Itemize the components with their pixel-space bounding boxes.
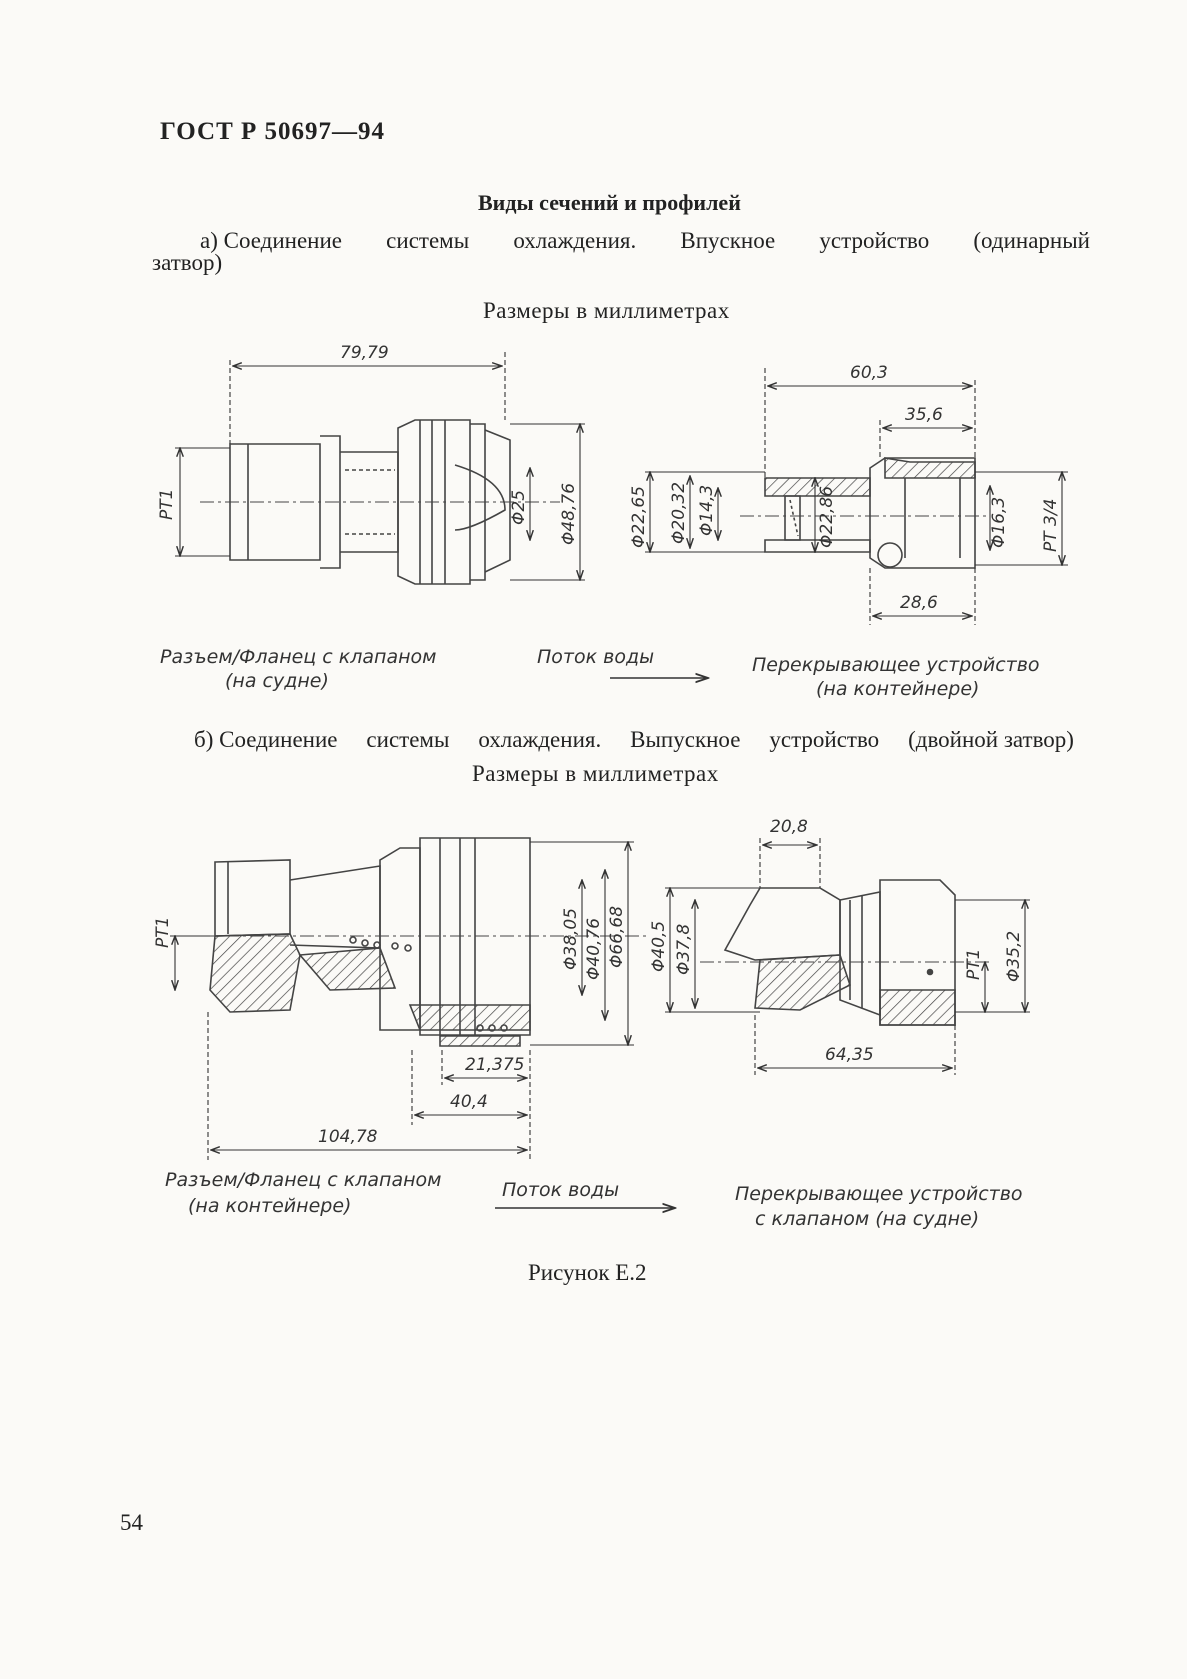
flow-label-a: Поток воды [537, 646, 654, 668]
dim-a-right-length-inner: 35,6 [905, 405, 943, 425]
dim-b-left-l3: 104,78 [318, 1127, 378, 1147]
dim-a-left-d2: Φ48,76 [559, 483, 579, 545]
caption-a-right-1: Перекрывающее устройство [752, 654, 1040, 676]
figure-a-left-dimensions [175, 352, 585, 580]
para-a-word: охлаждения. [513, 228, 637, 253]
figure-a-left-drawing [200, 419, 560, 585]
document-header: ГОСТ Р 50697—94 [160, 118, 386, 145]
para-b-word: Выпускное [630, 727, 741, 752]
paragraph-a-line-1: а) Соединение системы охлаждения. Впускн… [200, 228, 1090, 254]
caption-b-right-1: Перекрывающее устройство [735, 1183, 1023, 1205]
para-b-word: системы [366, 727, 450, 752]
dim-b-right-d3: Φ35,2 [1004, 931, 1024, 982]
figure-b-right-drawing [700, 879, 990, 1026]
page-number: 54 [120, 1510, 143, 1535]
figure-a-right-dimensions [645, 368, 1068, 625]
section-title: Виды сечений и профилей [478, 190, 741, 215]
para-b-word: охлаждения. [478, 727, 602, 752]
dim-b-right-d2: Φ37,8 [674, 924, 694, 975]
para-a-word: (одинарный [973, 228, 1090, 253]
caption-b-right-2: с клапаном (на судне) [755, 1208, 979, 1230]
para-a-word: Впускное [680, 228, 776, 253]
caption-b-left-2: (на контейнере) [188, 1195, 351, 1217]
dim-b-right-l1: 20,8 [770, 817, 808, 837]
dimensions-note-a: Размеры в миллиметрах [483, 298, 730, 323]
dim-a-right-d5: Φ16,3 [989, 497, 1009, 548]
dim-a-left-thread: PT1 [157, 489, 177, 520]
para-b-word: б) Соединение [194, 727, 338, 752]
caption-b-left-1: Разъем/Фланец с клапаном [165, 1169, 441, 1191]
dim-a-right-d1: Φ22,65 [629, 486, 649, 548]
dim-b-left-d2: Φ40,76 [584, 918, 604, 980]
dim-a-right-d4: Φ22,86 [817, 486, 837, 548]
dim-b-right-d1: Φ40,5 [649, 921, 669, 972]
para-b-word: (двойной затвор) [908, 727, 1074, 752]
dim-b-left-l2: 40,4 [450, 1092, 488, 1112]
flow-label-b: Поток воды [502, 1179, 619, 1201]
para-b-word: устройство [769, 727, 880, 752]
dim-b-left-thread: PT1 [153, 917, 173, 948]
dim-b-left-l1: 21,375 [465, 1055, 524, 1075]
figure-caption: Рисунок Е.2 [528, 1260, 647, 1285]
para-a-word: а) Соединение [200, 228, 342, 253]
caption-a-left-1: Разъем/Фланец с клапаном [160, 646, 436, 668]
dim-a-right-d2: Φ20,32 [669, 482, 689, 544]
para-a-word: системы [386, 228, 470, 253]
dim-b-left-d3: Φ66,68 [607, 906, 627, 968]
dim-b-right-l2: 64,35 [825, 1045, 874, 1065]
paragraph-b: б) Соединение системы охлаждения. Выпуск… [194, 727, 1074, 753]
dim-b-left-d1: Φ38,05 [561, 908, 581, 970]
para-a-word: устройство [819, 228, 930, 253]
figure-b-left-dimensions [170, 842, 634, 1160]
dim-a-right-thread: PT 3/4 [1041, 499, 1061, 552]
caption-a-left-2: (на судне) [225, 670, 329, 692]
figure-b-right-dimensions [665, 838, 1030, 1075]
dim-a-right-length-b: 28,6 [900, 593, 938, 613]
dimensions-note-b: Размеры в миллиметрах [472, 761, 719, 786]
dim-a-left-length: 79,79 [340, 343, 389, 363]
dim-a-left-d1: Φ25 [509, 490, 529, 525]
figure-a-right-drawing [740, 457, 990, 569]
dim-a-right-d3: Φ14,3 [697, 485, 717, 536]
caption-a-right-2: (на контейнере) [816, 678, 979, 700]
paragraph-a-line-2: затвор) [152, 250, 223, 275]
figure-b-left-drawing [200, 837, 650, 1047]
dim-a-right-length-total: 60,3 [850, 363, 888, 383]
dim-b-right-thread: PT1 [964, 949, 984, 980]
